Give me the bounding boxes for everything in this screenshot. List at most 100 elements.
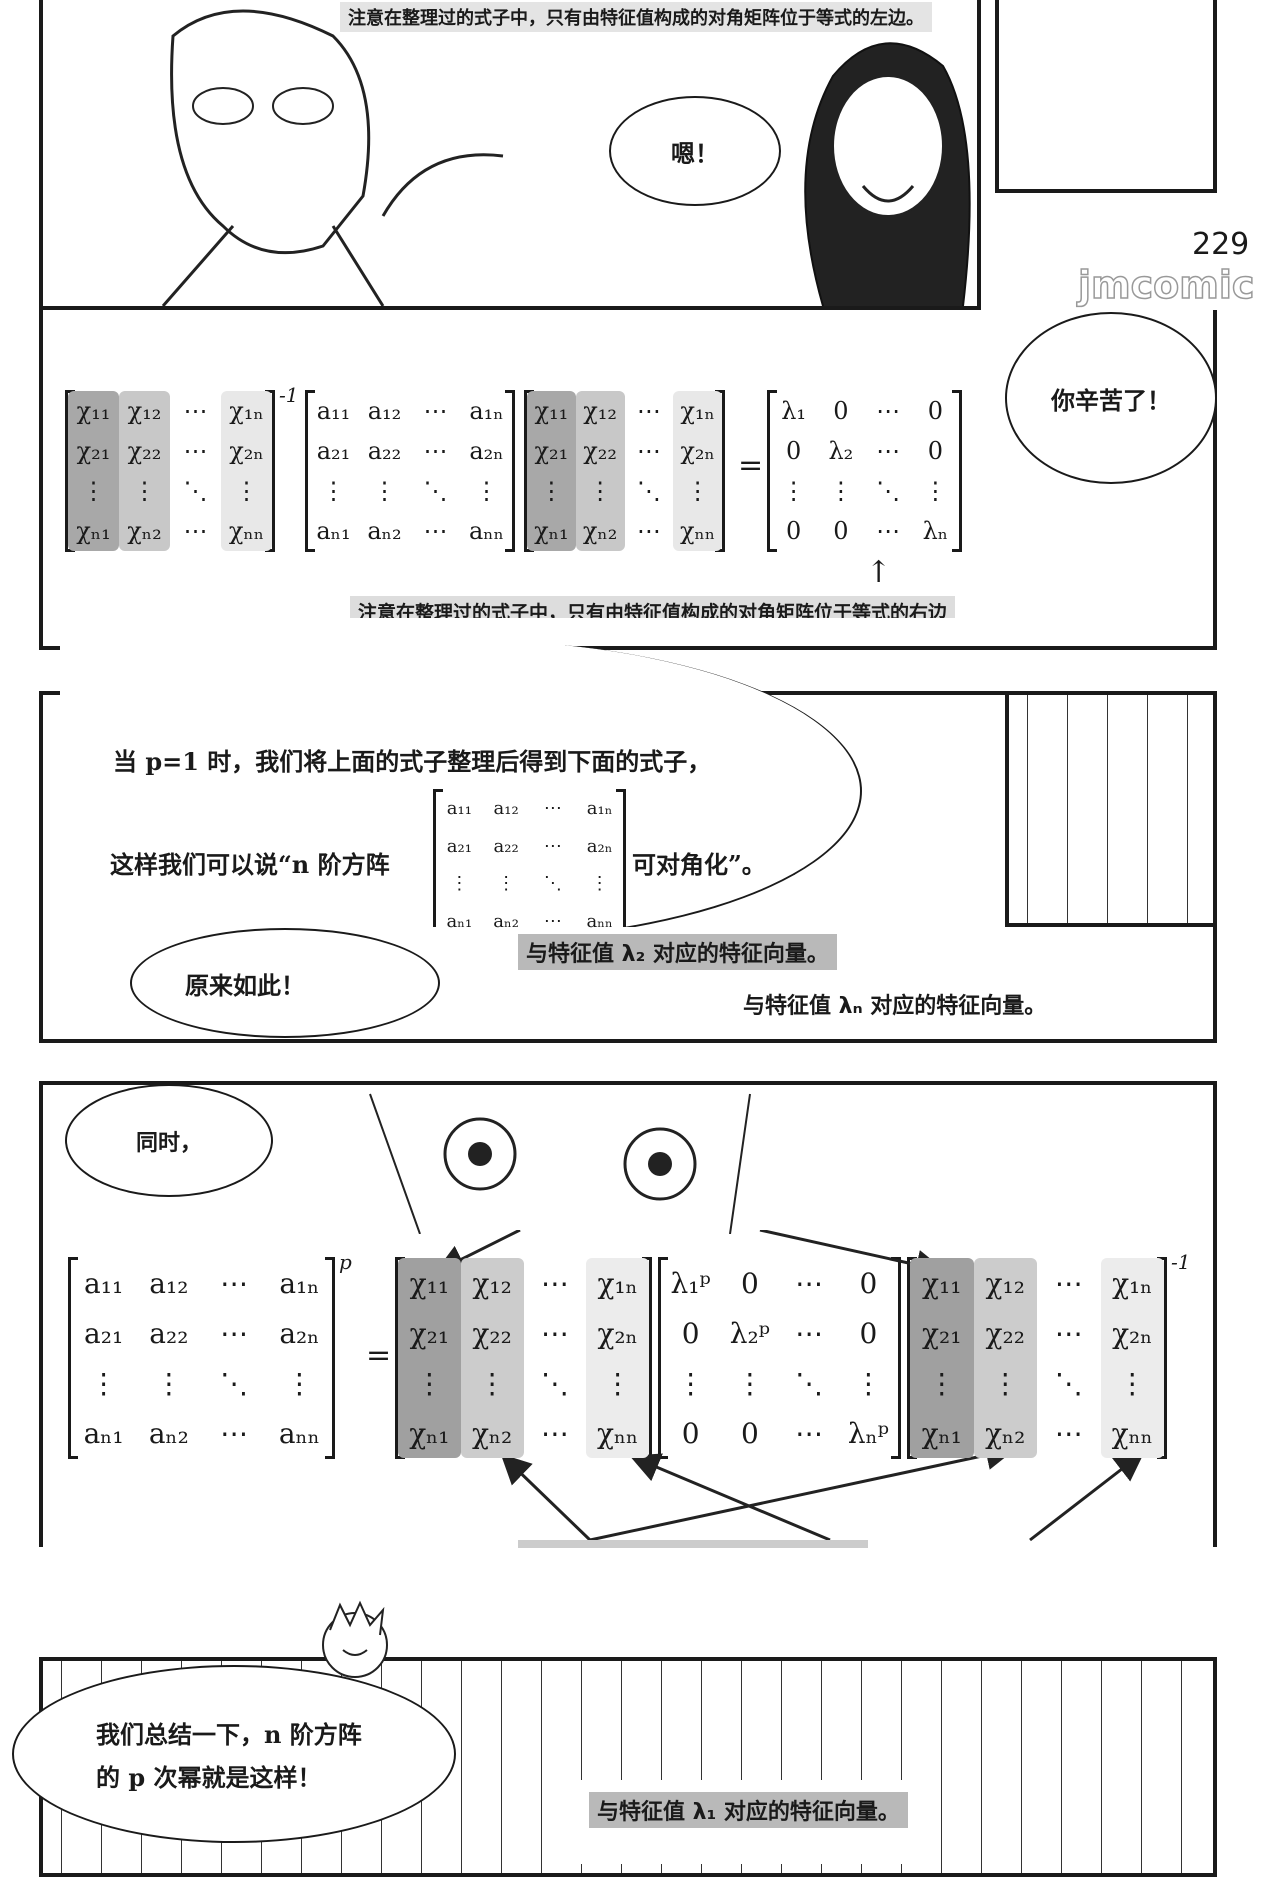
matrix-cell: χₙₙ bbox=[221, 511, 272, 551]
matrix-cell: ⋯ bbox=[540, 1266, 569, 1300]
matrix-cell: a₁₂ bbox=[149, 1266, 189, 1300]
matrix-cell: χ₁ₙ bbox=[1100, 1258, 1164, 1308]
matrix-cell: a₁₁ bbox=[84, 1266, 124, 1300]
matrix-cell: χ₁ₙ bbox=[221, 391, 272, 431]
matrix-cell: aₙ₂ bbox=[493, 910, 519, 932]
speech-text: 同时， bbox=[135, 1129, 202, 1156]
matrix-cell: 0 bbox=[785, 437, 802, 465]
matrix-cell: χ₁₂ bbox=[575, 391, 625, 431]
matrix-cell: aₙ₂ bbox=[367, 517, 402, 545]
matrix-cell: χ₁₁ bbox=[527, 391, 576, 431]
girl-character-illustration bbox=[804, 42, 971, 306]
speech-text: 你辛苦了！ bbox=[1051, 385, 1171, 415]
matrix-cell: ⋯ bbox=[423, 437, 448, 465]
speech-bubble-right: 你辛苦了！ bbox=[1005, 312, 1217, 484]
matrix-cell: ⋮ bbox=[372, 477, 397, 505]
matrix-cell: χₙ₁ bbox=[68, 511, 119, 551]
matrix-cell: ⋯ bbox=[220, 1316, 249, 1350]
matrix-cell: ⋱ bbox=[423, 477, 448, 505]
matrix-cell: a₁₂ bbox=[367, 397, 402, 425]
matrix-cell: a₂ₙ bbox=[279, 1316, 320, 1350]
matrix-cell: χₙ₁ bbox=[910, 1408, 974, 1458]
matrix-cell: χₙₙ bbox=[586, 1408, 649, 1458]
matrix-cell: a₂₂ bbox=[493, 835, 519, 857]
matrix-cell: a₂₂ bbox=[149, 1316, 189, 1350]
matrix-cell: χ₂₂ bbox=[119, 431, 170, 471]
speech-bubble-summary: 我们总结一下，n 阶方阵 的 p 次幂就是这样！ bbox=[12, 1665, 456, 1843]
matrix-cell: ⋮ bbox=[973, 1358, 1037, 1408]
matrix-cell: a₁ₙ bbox=[469, 397, 504, 425]
matrix-cell: ⋯ bbox=[543, 798, 562, 820]
matrix-cell: 0 bbox=[833, 517, 849, 545]
matrix-cell: χ₂₁ bbox=[398, 1308, 461, 1358]
matrix-cell: λ₁ bbox=[781, 397, 807, 425]
matrix-cell: aₙ₂ bbox=[148, 1416, 189, 1450]
matrix-cell: ⋱ bbox=[220, 1366, 249, 1400]
matrix-cell: ⋯ bbox=[636, 437, 661, 465]
matrix-cell: ⋯ bbox=[795, 1266, 824, 1300]
matrix-cell: a₂ₙ bbox=[586, 835, 613, 857]
matrix-cell: ⋮ bbox=[590, 873, 609, 895]
caption-bottom-cut: 注意在整理过的式子中，只有由特征值构成的对角矩阵位于等式的右边 bbox=[350, 596, 956, 618]
matrix-cell: a₂₁ bbox=[446, 835, 472, 857]
speech-text: 嗯！ bbox=[671, 138, 719, 168]
matrix-cell: χ₂₁ bbox=[68, 431, 119, 471]
matrix-cell: ⋮ bbox=[676, 1366, 705, 1400]
matrix-cell: ⋯ bbox=[876, 437, 901, 465]
matrix-cell: ⋯ bbox=[540, 1416, 569, 1450]
matrix-cell: ⋯ bbox=[543, 910, 562, 932]
matrix-cell: λ₂ᵖ bbox=[729, 1316, 770, 1350]
matrix-cell: ⋮ bbox=[923, 477, 948, 505]
matrix-cell: a₂₁ bbox=[84, 1316, 124, 1350]
matrix-cell: χₙ₂ bbox=[119, 511, 170, 551]
matrix-cell: 0 bbox=[740, 1416, 759, 1450]
matrix-cell: aₙ₁ bbox=[446, 910, 473, 932]
matrix-cell: ⋯ bbox=[795, 1416, 824, 1450]
matrix-cell: 0 bbox=[927, 437, 944, 465]
matrix-cell: ⋯ bbox=[795, 1316, 824, 1350]
matrix-cell: λₙᵖ bbox=[847, 1416, 889, 1450]
matrix-cell: χₙ₁ bbox=[398, 1408, 461, 1458]
matrix-cell: a₁₁ bbox=[316, 397, 351, 425]
matrix-cell: ⋯ bbox=[423, 397, 448, 425]
matrix-cell: χ₁₁ bbox=[910, 1258, 974, 1308]
matrix-cell: χ₂₂ bbox=[460, 1308, 524, 1358]
matrix-cell: χ₁ₙ bbox=[586, 1258, 649, 1308]
speech-bubble-girl-2: 原来如此！ bbox=[130, 928, 440, 1038]
matrix-cell: ⋯ bbox=[543, 835, 562, 857]
matrix-cell: 0 bbox=[681, 1416, 700, 1450]
matrix-cell: ⋱ bbox=[795, 1366, 824, 1400]
matrix-cell: χ₁₂ bbox=[973, 1258, 1037, 1308]
matrix-cell: ⋯ bbox=[183, 397, 208, 425]
panel-1-side bbox=[995, 0, 1217, 193]
matrix-cell: χ₂ₙ bbox=[586, 1308, 649, 1358]
caption-top-cut: 注意在整理过的式子中，只有由特征值构成的对角矩阵位于等式的左边。 bbox=[340, 2, 932, 32]
matrix-cell: ⋯ bbox=[1054, 1416, 1083, 1450]
matrix-cell: aₙ₁ bbox=[316, 517, 351, 545]
matrix-cell: χₙ₂ bbox=[460, 1408, 524, 1458]
matrix-cell: 0 bbox=[859, 1266, 878, 1300]
matrix-cell: ⋮ bbox=[119, 471, 170, 511]
matrix-cell: ⋮ bbox=[450, 873, 469, 895]
speech-bubble-meanwhile: 同时， bbox=[65, 1084, 273, 1197]
matrix-cell: χₙₙ bbox=[673, 511, 722, 551]
matrix-cell: ⋱ bbox=[183, 477, 208, 505]
matrix-cell: ⋯ bbox=[636, 517, 661, 545]
matrix-cell: aₙₙ bbox=[278, 1416, 320, 1450]
matrix-cell: 0 bbox=[833, 397, 849, 425]
matrix-cell: a₁₁ bbox=[446, 798, 472, 820]
matrix-exponent: -1 bbox=[279, 383, 299, 407]
matrix-cell: ⋯ bbox=[636, 397, 661, 425]
matrix-cell: a₁₂ bbox=[493, 798, 519, 820]
matrix-cell: a₁ₙ bbox=[586, 798, 613, 820]
caption-cut-bar bbox=[518, 1540, 868, 1548]
matrix-cell: ⋮ bbox=[321, 477, 346, 505]
caption-eigenvector-lambda2: 与特征值 λ₂ 对应的特征向量。 bbox=[518, 934, 837, 970]
matrix-cell: ⋮ bbox=[527, 471, 576, 511]
matrix-cell: ⋱ bbox=[1054, 1366, 1083, 1400]
matrix-cell: 0 bbox=[927, 397, 944, 425]
speech-bubble-girl: 嗯！ bbox=[609, 96, 781, 206]
